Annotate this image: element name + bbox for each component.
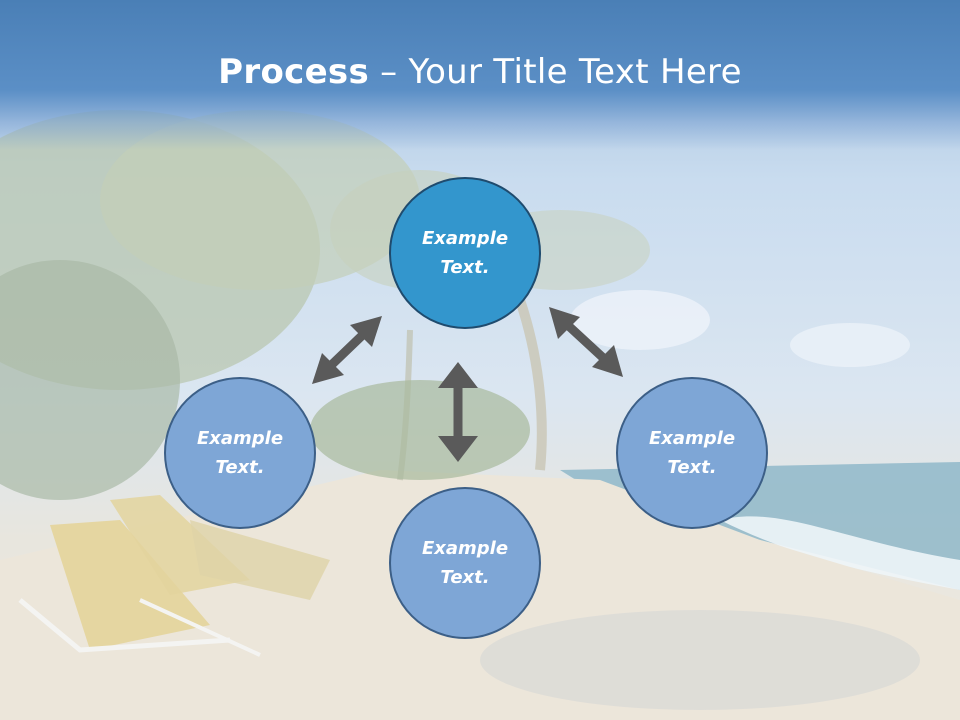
title-bold-text: Process xyxy=(218,52,370,92)
node-label: Example Text. xyxy=(648,428,736,478)
arrow-top-left xyxy=(312,316,382,384)
title-rest-text: – Your Title Text Here xyxy=(369,52,742,92)
node-label: Example Text. xyxy=(421,538,509,588)
arrow-top-right xyxy=(549,307,623,377)
node-label: Example Text. xyxy=(421,228,509,278)
process-node-bottom: Example Text. xyxy=(389,487,541,639)
slide-title: Process – Your Title Text Here xyxy=(0,52,960,92)
title-band xyxy=(0,0,960,150)
process-node-left: Example Text. xyxy=(164,377,316,529)
node-label: Example Text. xyxy=(196,428,284,478)
arrow-vertical xyxy=(438,362,478,462)
process-node-right: Example Text. xyxy=(616,377,768,529)
process-node-top: Example Text. xyxy=(389,177,541,329)
